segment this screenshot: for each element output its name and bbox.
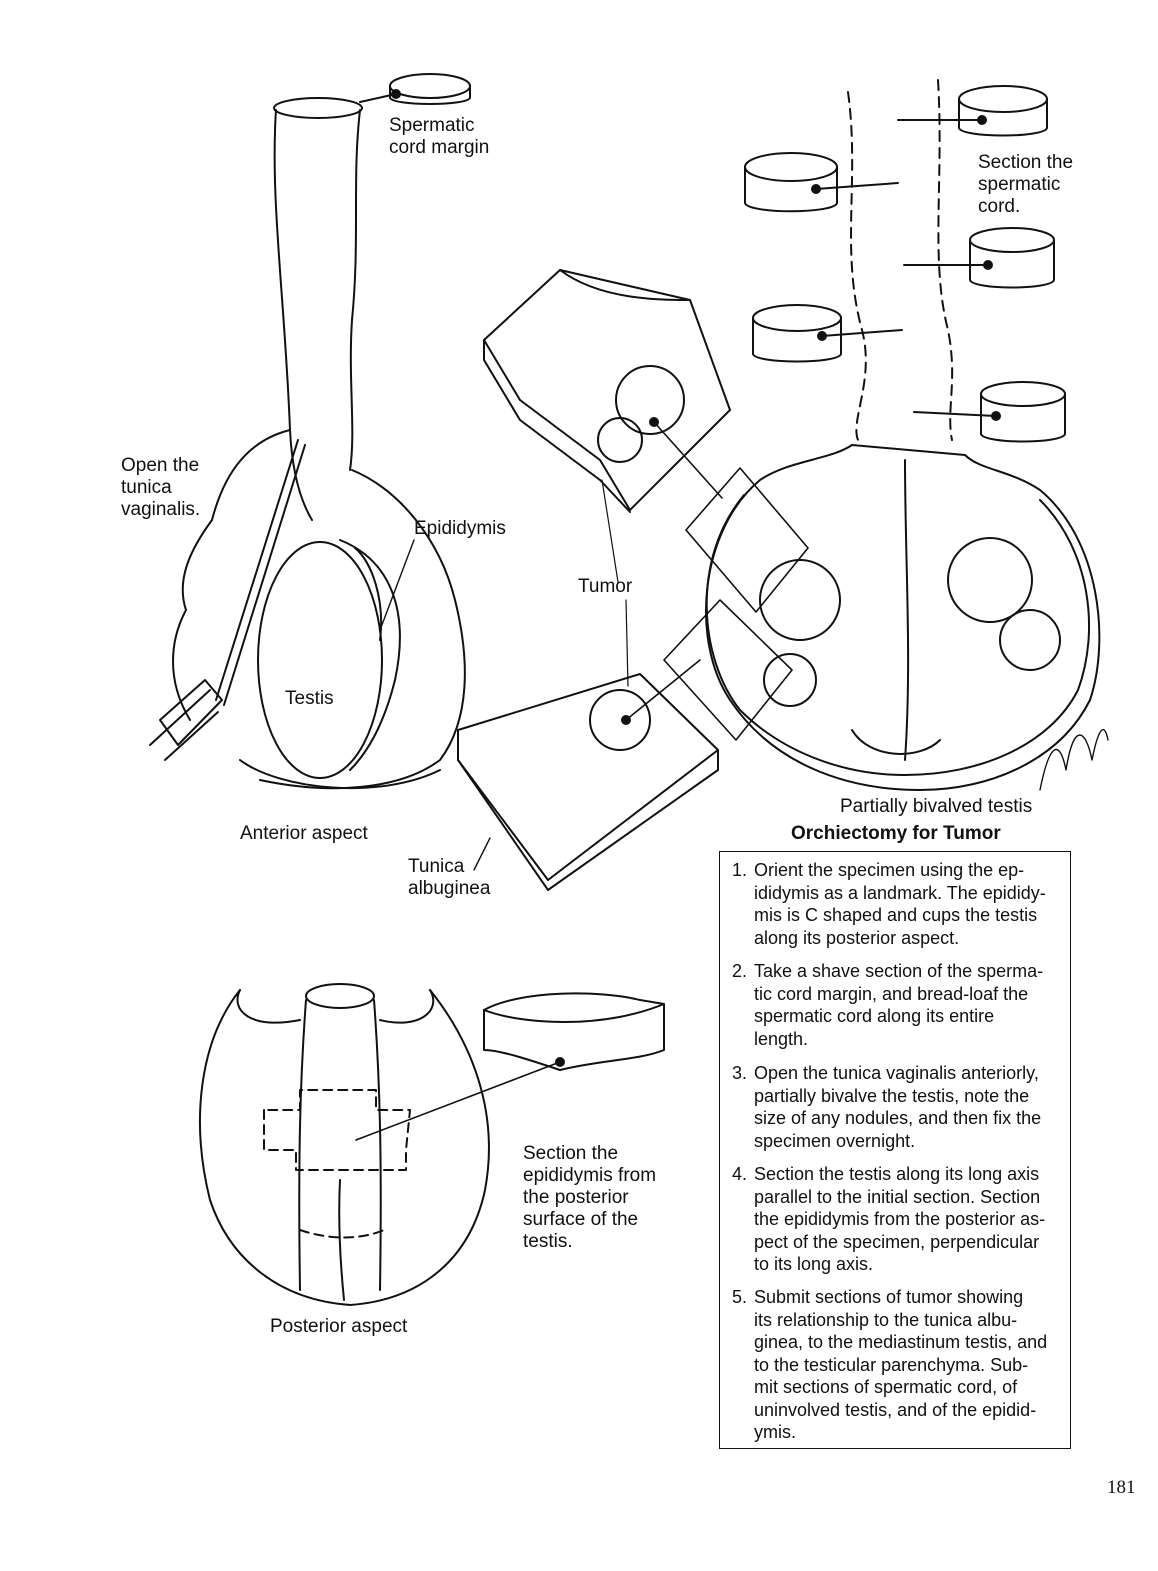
label-spermatic-cord-margin: Spermatic cord margin xyxy=(389,115,489,159)
cord-top-disc xyxy=(274,98,362,118)
label-tunica-albuginea: Tunica albuginea xyxy=(408,856,490,900)
step-text: Orient the specimen using the ep- ididym… xyxy=(754,859,1064,949)
testis-shape xyxy=(258,542,382,778)
label-posterior-aspect: Posterior aspect xyxy=(270,1316,407,1338)
step-number: 4. xyxy=(732,1163,754,1186)
epididymis-slab xyxy=(484,993,664,1070)
anterior-specimen xyxy=(150,74,470,788)
tumor-slab-upper xyxy=(484,270,730,512)
step-number: 1. xyxy=(732,859,754,882)
step-number: 2. xyxy=(732,960,754,983)
step-text: Submit sections of tumor showing its rel… xyxy=(754,1286,1064,1444)
label-section-spermatic-cord: Section the spermatic cord. xyxy=(978,152,1073,218)
label-partially-bivalved-testis: Partially bivalved testis xyxy=(840,796,1032,818)
label-anterior-aspect: Anterior aspect xyxy=(240,823,368,845)
procedure-steps-box: 1. Orient the specimen using the ep- idi… xyxy=(719,851,1071,1449)
figure-title: Orchiectomy for Tumor xyxy=(791,823,1001,845)
label-epididymis: Epididymis xyxy=(414,518,506,540)
step-text: Section the testis along its long axis p… xyxy=(754,1163,1064,1276)
label-open-tunica: Open the tunica vaginalis. xyxy=(121,455,200,521)
step-text: Open the tunica vaginalis anteriorly, pa… xyxy=(754,1062,1064,1152)
step-number: 5. xyxy=(732,1286,754,1309)
label-testis: Testis xyxy=(285,688,334,710)
step-text: Take a shave section of the sperma- tic … xyxy=(754,960,1064,1050)
page-number: 181 xyxy=(1107,1477,1136,1499)
cord-sections xyxy=(745,80,1065,442)
posterior-specimen xyxy=(200,984,560,1305)
tumor-slab-lower xyxy=(458,660,718,890)
bivalved-testis xyxy=(664,445,1108,790)
step-number: 3. xyxy=(732,1062,754,1085)
cord-margin-disc xyxy=(390,74,470,98)
label-section-epididymis: Section the epididymis from the posterio… xyxy=(523,1143,656,1253)
label-tumor: Tumor xyxy=(578,576,632,598)
